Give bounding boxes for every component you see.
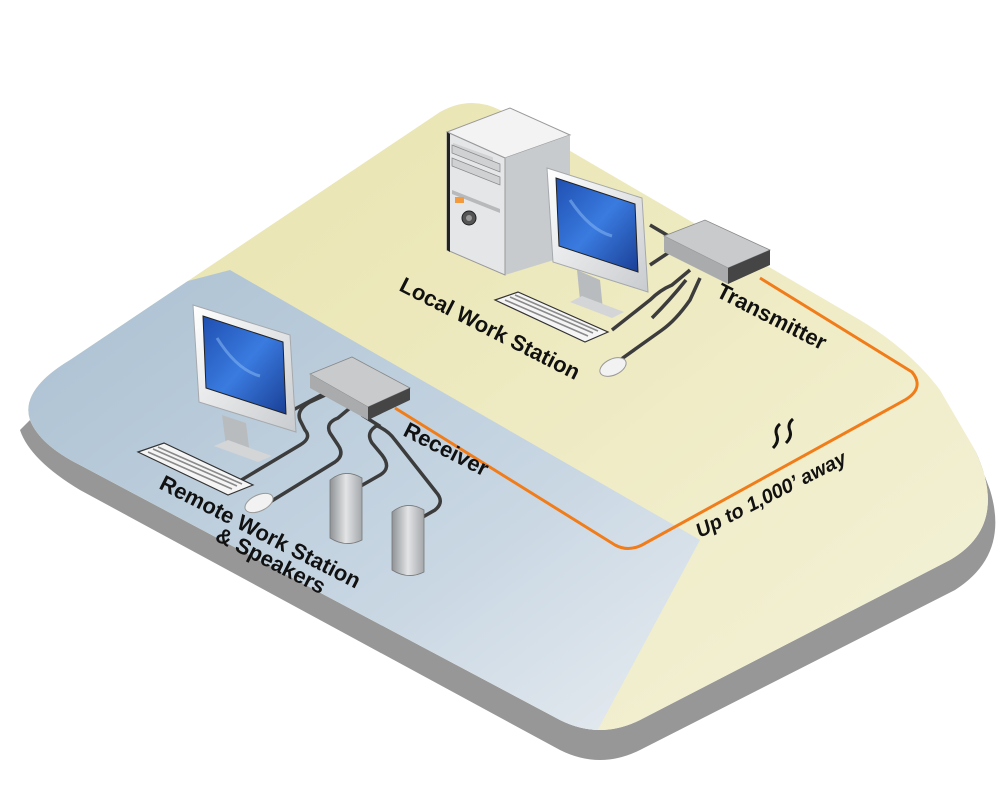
- transmitter-icon: [663, 219, 771, 284]
- local-keyboard-icon: [493, 291, 610, 343]
- local-mouse-icon: [599, 357, 627, 377]
- speaker-left-icon: [329, 473, 363, 544]
- link-cable: [394, 276, 919, 550]
- remote-monitor-icon: [192, 304, 297, 462]
- remote-mouse-icon: [244, 492, 274, 514]
- speaker-right-icon: [391, 505, 425, 576]
- local-monitor-icon: [546, 167, 649, 318]
- remote-keyboard-icon: [136, 442, 255, 496]
- receiver-icon: [309, 356, 411, 420]
- cable-break-icon: [771, 417, 795, 450]
- remote-device-cables: [227, 388, 442, 532]
- platform-edge: [20, 420, 996, 760]
